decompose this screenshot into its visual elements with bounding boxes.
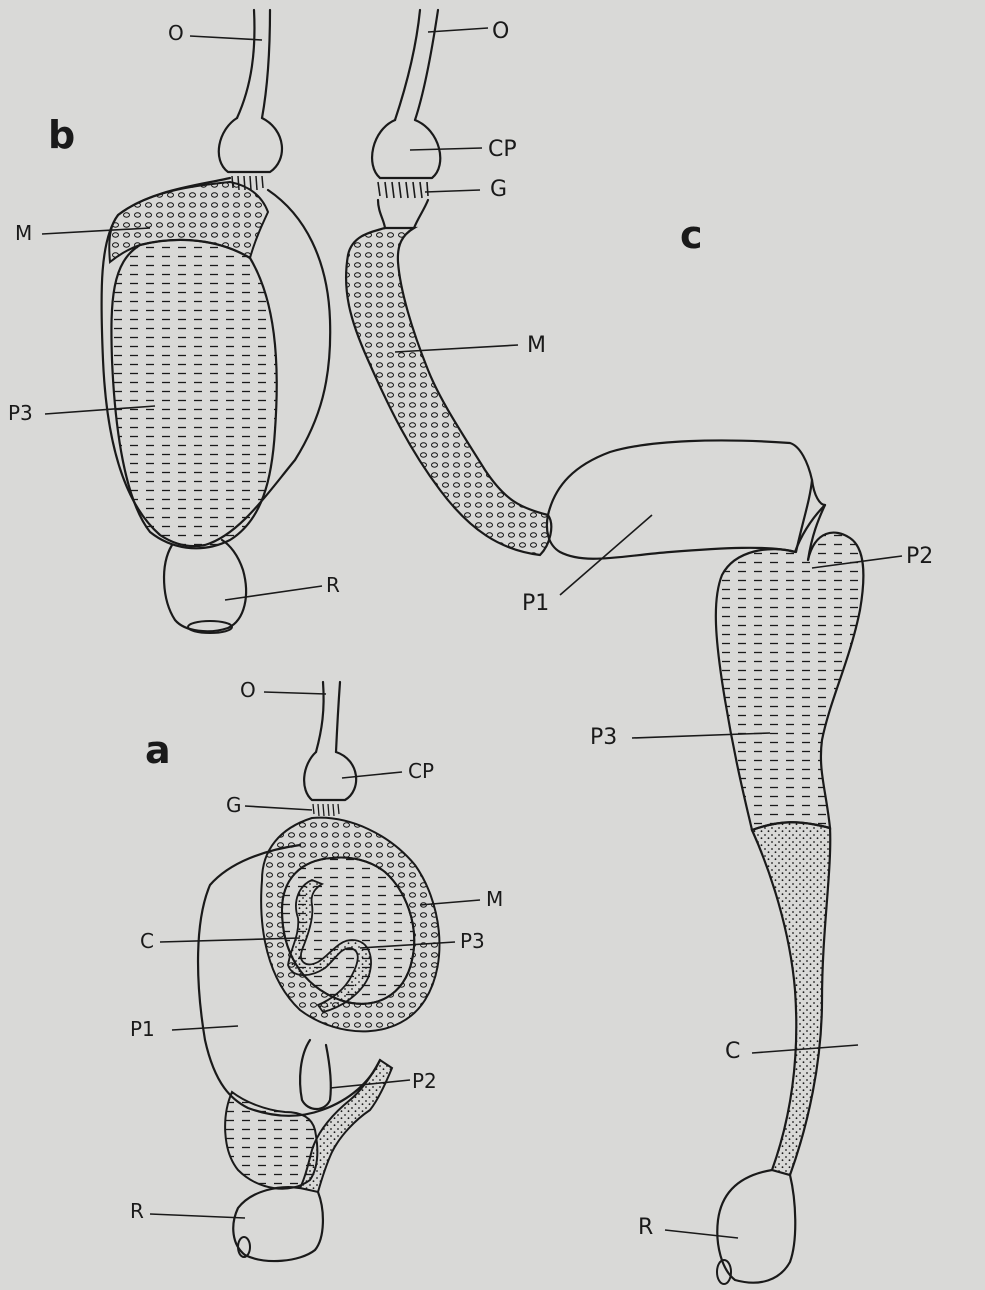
panel-a-leader-g xyxy=(245,806,312,810)
panel-a-label-g: G xyxy=(226,793,242,817)
panel-a: a O CP G M xyxy=(130,678,503,1261)
panel-a-gizzard xyxy=(313,804,339,816)
panel-c-label-p3: P3 xyxy=(590,725,617,750)
panel-a-p2 xyxy=(300,1040,331,1109)
panel-a-letter: a xyxy=(145,728,171,772)
panel-a-rectum xyxy=(233,1187,323,1261)
panel-a-label-p1: P1 xyxy=(130,1017,155,1041)
panel-b-label-m: M xyxy=(15,221,32,245)
panel-c-leader-r xyxy=(665,1230,738,1238)
panel-b-label-p3: P3 xyxy=(8,401,33,425)
panel-a-label-p2: P2 xyxy=(412,1069,437,1093)
panel-a-label-r: R xyxy=(130,1199,144,1223)
panel-c-leader-cp xyxy=(410,148,482,150)
panel-c-label-r: R xyxy=(638,1215,653,1240)
panel-a-p3-lower xyxy=(225,1092,317,1189)
panel-c-label-p1: P1 xyxy=(522,591,549,616)
panel-c-oesophagus xyxy=(395,10,438,120)
panel-b-label-r: R xyxy=(326,573,340,597)
panel-a-label-c: C xyxy=(140,929,154,953)
panel-c-gizzard xyxy=(378,182,428,198)
panel-c-label-o: O xyxy=(492,19,509,44)
panel-b-letter: b xyxy=(48,113,75,157)
panel-c-colon xyxy=(752,822,830,1175)
panel-a-leader-r xyxy=(150,1214,245,1218)
panel-b: b O M P3 R xyxy=(8,10,340,633)
panel-c-label-p2: P2 xyxy=(906,544,933,569)
panel-a-label-o: O xyxy=(240,678,256,702)
panel-a-label-p3: P3 xyxy=(460,929,485,953)
panel-b-leader-r xyxy=(225,586,322,600)
panel-a-label-cp: CP xyxy=(408,759,434,783)
panel-a-leader-p1 xyxy=(172,1026,238,1030)
panel-c-leader-g xyxy=(425,190,480,192)
panel-c-label-m: M xyxy=(527,333,546,358)
panel-b-p3-sac xyxy=(111,240,276,548)
panel-a-crop xyxy=(304,752,356,800)
panel-b-label-o: O xyxy=(168,21,184,45)
panel-c-leader-o xyxy=(428,28,488,32)
panel-b-leader-o xyxy=(190,36,262,40)
panel-b-oesophagus xyxy=(237,10,270,118)
panel-c-letter: c xyxy=(680,213,703,257)
panel-c-label-g: G xyxy=(490,177,507,202)
panel-a-oesophagus xyxy=(316,682,340,752)
panel-a-leader-o xyxy=(264,692,326,694)
panel-c-midgut xyxy=(346,228,551,555)
panel-b-crop xyxy=(219,118,282,172)
panel-b-rectum xyxy=(164,540,246,631)
panel-c-gizzard-neck xyxy=(378,200,428,228)
panel-c-label-c: C xyxy=(725,1039,740,1064)
panel-c-p1 xyxy=(547,440,825,558)
panel-c-label-cp: CP xyxy=(488,137,517,162)
panel-a-leader-cp xyxy=(342,772,402,778)
panel-a-label-m: M xyxy=(486,887,503,911)
panel-c-p3 xyxy=(716,533,864,830)
